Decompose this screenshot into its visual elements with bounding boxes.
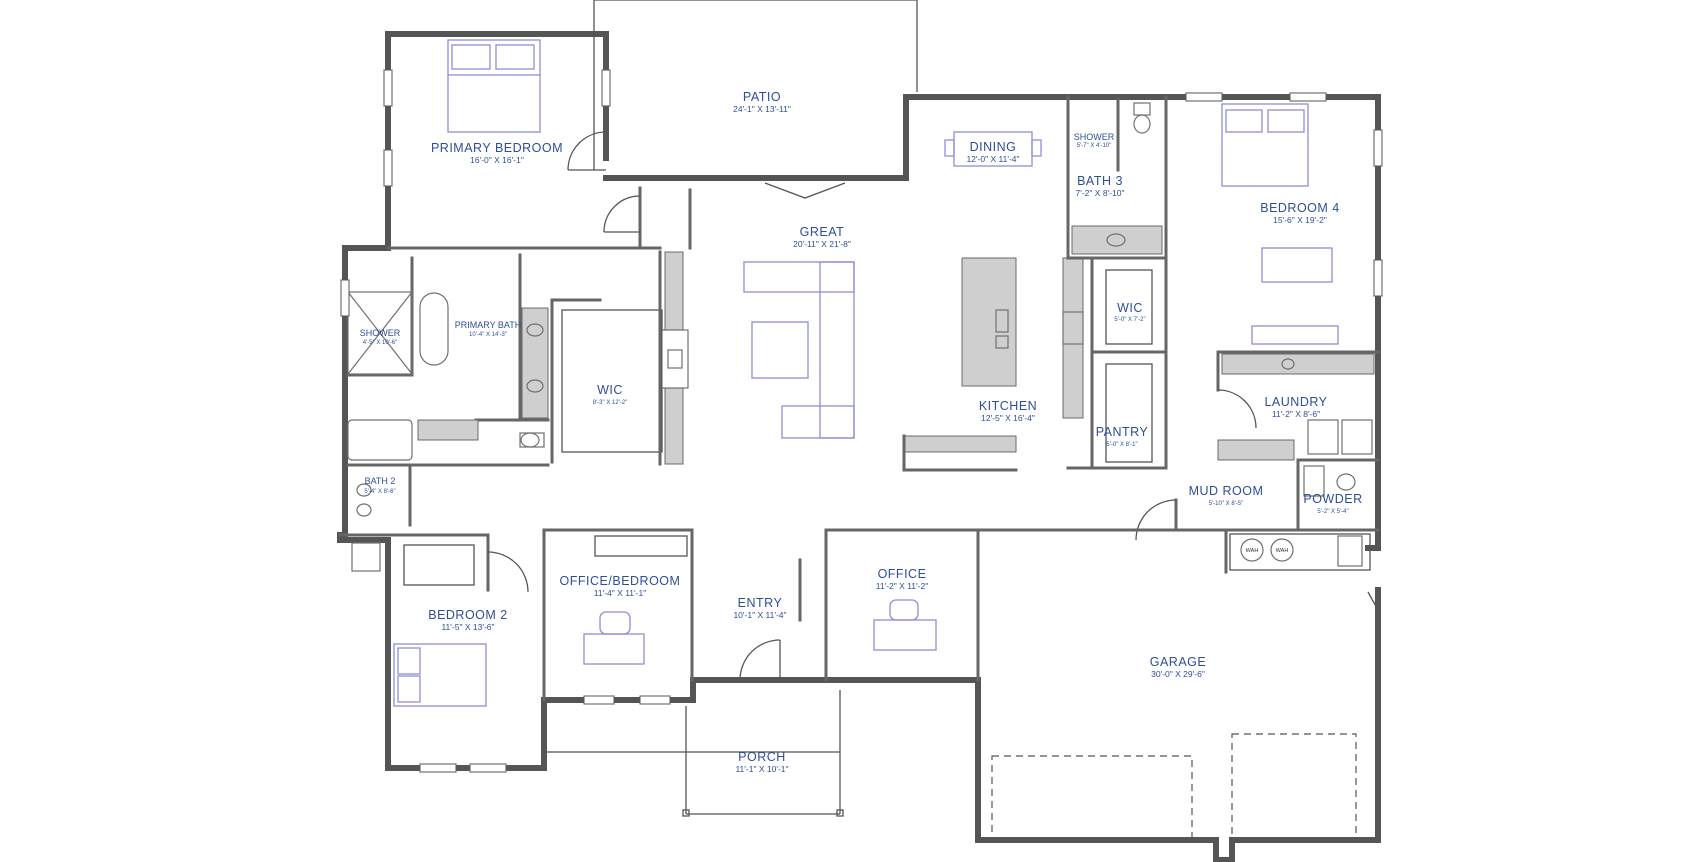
dining: DINING 12'-0" X 11'-4": [944, 131, 1042, 167]
office: OFFICE 11'-2" X 11'-2": [824, 528, 980, 682]
bath3-name: BATH 3: [1077, 174, 1123, 188]
wic-bed4-dims: 5'-0" X 7'-2": [1114, 317, 1145, 323]
bathtub-icon: [419, 292, 449, 366]
primary-bath-dims: 10'-4" X 14'-3": [469, 332, 507, 338]
office-dims: 11'-2" X 11'-2": [876, 581, 928, 591]
office-bedroom-dims: 11'-4" X 11'-1": [594, 588, 646, 598]
hall-doors-primary: [603, 186, 692, 250]
kitchen: KITCHEN 12'-5" X 16'-4": [902, 257, 1084, 472]
great-room: GREAT 20'-11" X 21'-8": [743, 225, 855, 439]
powder-toilet-icon: [1336, 473, 1356, 491]
powder-dims: 5'-2" X 5'-4": [1317, 509, 1348, 515]
bath3-shower-name: SHOWER: [1074, 132, 1115, 142]
dryer-label: WAH: [1276, 548, 1289, 554]
laundry-dims: 11'-2" X 8'-6": [1272, 409, 1320, 419]
bedroom2-dims: 11'-5" X 13'-6": [441, 622, 494, 632]
primary-wic-shelf: [561, 309, 663, 453]
garage-dims: 30'-0" X 29'-6": [1151, 669, 1205, 679]
office-bedroom-name: OFFICE/BEDROOM: [560, 574, 681, 588]
primary-vanity: [521, 307, 549, 419]
patio-dims: 24'-1" X 13'-11": [733, 104, 791, 114]
mud-room-name: MUD ROOM: [1189, 484, 1264, 498]
washer-icon: [1307, 419, 1339, 455]
bedroom4-sofa-icon: [1261, 247, 1333, 283]
primary-wic-name: WIC: [597, 383, 623, 397]
bath-2: BATH 2 5'-4" X 8'-6": [338, 419, 550, 572]
patio-name: PATIO: [743, 90, 781, 104]
bath3-shower-dims: 5'-7" X 4'-10": [1077, 143, 1112, 149]
entry: ENTRY 10'-1" X 11'-4": [733, 558, 802, 681]
dryer-icon: [1341, 419, 1373, 455]
entry-name: ENTRY: [738, 596, 783, 610]
primary-toilet-icon: [520, 432, 540, 448]
bath2-name: BATH 2: [365, 476, 396, 486]
primary-bath-name: PRIMARY BATH: [455, 320, 522, 330]
porch-name: PORCH: [738, 750, 786, 764]
sofa-icon: [743, 261, 855, 293]
dining-name: DINING: [970, 140, 1017, 154]
bedroom-2: BEDROOM 2 11'-5" X 13'-6": [386, 533, 529, 707]
bedroom4-name: BEDROOM 4: [1260, 201, 1340, 215]
dining-dims: 12'-0" X 11'-4": [966, 154, 1019, 164]
mud-room-dims: 5'-10" X 8'-5": [1209, 501, 1244, 507]
laundry-mud-powder: LAUNDRY 11'-2" X 8'-6" MUD ROOM 5'-10" X…: [1135, 350, 1380, 574]
laundry-name: LAUNDRY: [1264, 395, 1327, 409]
appliance-washer-icon: [1240, 538, 1264, 562]
primary-suite: SHOWER 4'-5" X 10'-6" PRIMARY BATH 10'-4…: [346, 250, 689, 466]
windows: [340, 69, 1383, 773]
bedroom4-dims: 15'-6" X 19'-2": [1273, 215, 1327, 225]
water-heater-icon: [1337, 535, 1363, 567]
garage: GARAGE 30'-0" X 29'-6": [976, 528, 1379, 841]
porch-dims: 11'-1" X 10'-1": [735, 764, 788, 774]
coffee-table-icon: [751, 321, 809, 379]
porch: PORCH 11'-1" X 10'-1": [547, 690, 844, 817]
garage-name: GARAGE: [1150, 655, 1207, 669]
washer-label: WAH: [1246, 548, 1259, 554]
great-dims: 20'-11" X 21'-8": [793, 239, 851, 249]
primary-shower-stall: [347, 291, 413, 375]
primary-bedroom: PRIMARY BEDROOM 16'-0" X 16'-1": [386, 39, 662, 250]
kitchen-name: KITCHEN: [979, 399, 1037, 413]
entry-dims: 10'-1" X 11'-4": [733, 610, 786, 620]
bedroom-4: BEDROOM 4 15'-6" X 19'-2": [1221, 103, 1340, 345]
patio: PATIO 24'-1" X 13'-11": [593, 0, 918, 199]
bath-3: SHOWER 5'-7" X 4'-10" BATH 3 7'-2" X 8'-…: [1066, 95, 1168, 260]
primary-bedroom-dims: 16'-0" X 16'-1": [470, 155, 524, 165]
bedroom2-name: BEDROOM 2: [428, 608, 508, 622]
pantry-dims: 5'-0" X 8'-1": [1106, 442, 1137, 448]
office-desk-icon: [873, 619, 937, 651]
appliance-dryer-icon: [1270, 538, 1294, 562]
primary-shower-name: SHOWER: [360, 328, 401, 338]
desk-icon: [583, 633, 645, 665]
great-name: GREAT: [800, 225, 845, 239]
bedroom2-bed-icon: [393, 643, 487, 707]
wic-bed4-name: WIC: [1117, 301, 1143, 315]
garage-door-1: [991, 755, 1193, 841]
kitchen-dims: 12'-5" X 16'-4": [981, 413, 1035, 423]
office-name: OFFICE: [878, 567, 927, 581]
bath2-tub: [347, 419, 413, 461]
powder-name: POWDER: [1303, 492, 1362, 506]
bath2-dims: 5'-4" X 8'-6": [364, 489, 395, 495]
kitchen-counter: [903, 435, 1017, 453]
bath3-dims: 7'-2" X 8'-10": [1076, 188, 1125, 198]
garage-door-2: [1231, 733, 1357, 841]
bedroom4-bed-icon: [1221, 103, 1309, 187]
primary-shower-dims: 4'-5" X 10'-6": [363, 340, 398, 346]
office-bedroom: OFFICE/BEDROOM 11'-4" X 11'-1": [542, 528, 694, 702]
primary-bed-icon: [447, 39, 541, 133]
bath3-toilet-icon: [1133, 114, 1151, 134]
wic-pantry: WIC 5'-0" X 7'-2" PANTRY 5'-0" X 8'-1": [1066, 256, 1168, 470]
primary-wic-dims: 8'-3" X 12'-2": [593, 400, 628, 406]
primary-bedroom-name: PRIMARY BEDROOM: [431, 141, 563, 155]
kitchen-island: [961, 257, 1017, 387]
pantry-name: PANTRY: [1096, 425, 1149, 439]
range-icon: [1062, 311, 1084, 345]
fireplace-icon: [661, 329, 689, 389]
